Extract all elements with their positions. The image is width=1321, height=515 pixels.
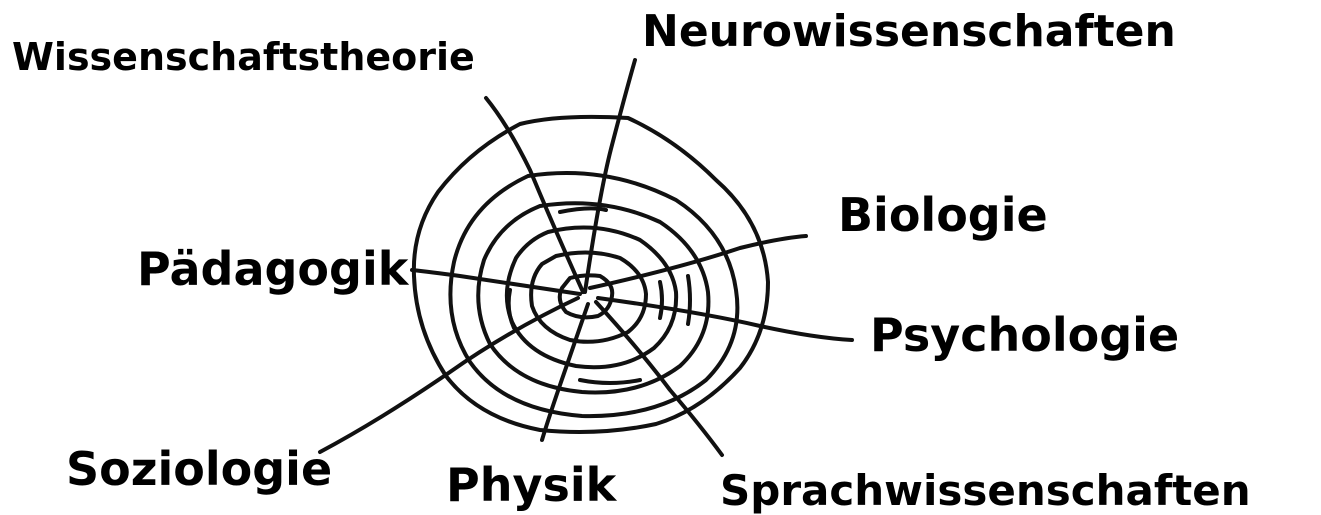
web-strand: [660, 282, 662, 318]
label-paedagogik: Pädagogik: [137, 246, 408, 292]
web-strand: [688, 276, 690, 324]
label-psychologie: Psychologie: [870, 312, 1179, 358]
web-strand: [580, 380, 640, 383]
spoke-physik: [542, 304, 588, 440]
label-neurowissenschaften: Neurowissenschaften: [642, 10, 1176, 54]
web-strand: [509, 290, 514, 328]
web-cross-strands: [509, 208, 690, 383]
label-soziologie: Soziologie: [66, 446, 332, 492]
label-physik: Physik: [446, 462, 616, 508]
spoke-paedagogik: [412, 270, 580, 294]
web-rings: [414, 117, 768, 432]
label-biologie: Biologie: [838, 192, 1048, 238]
spoke-psychologie: [598, 298, 852, 340]
label-wissenschaftstheorie: Wissenschaftstheorie: [12, 38, 475, 76]
spoke-wissenschaftstheorie: [486, 98, 583, 292]
label-sprachwissenschaften: Sprachwissenschaften: [720, 470, 1251, 512]
